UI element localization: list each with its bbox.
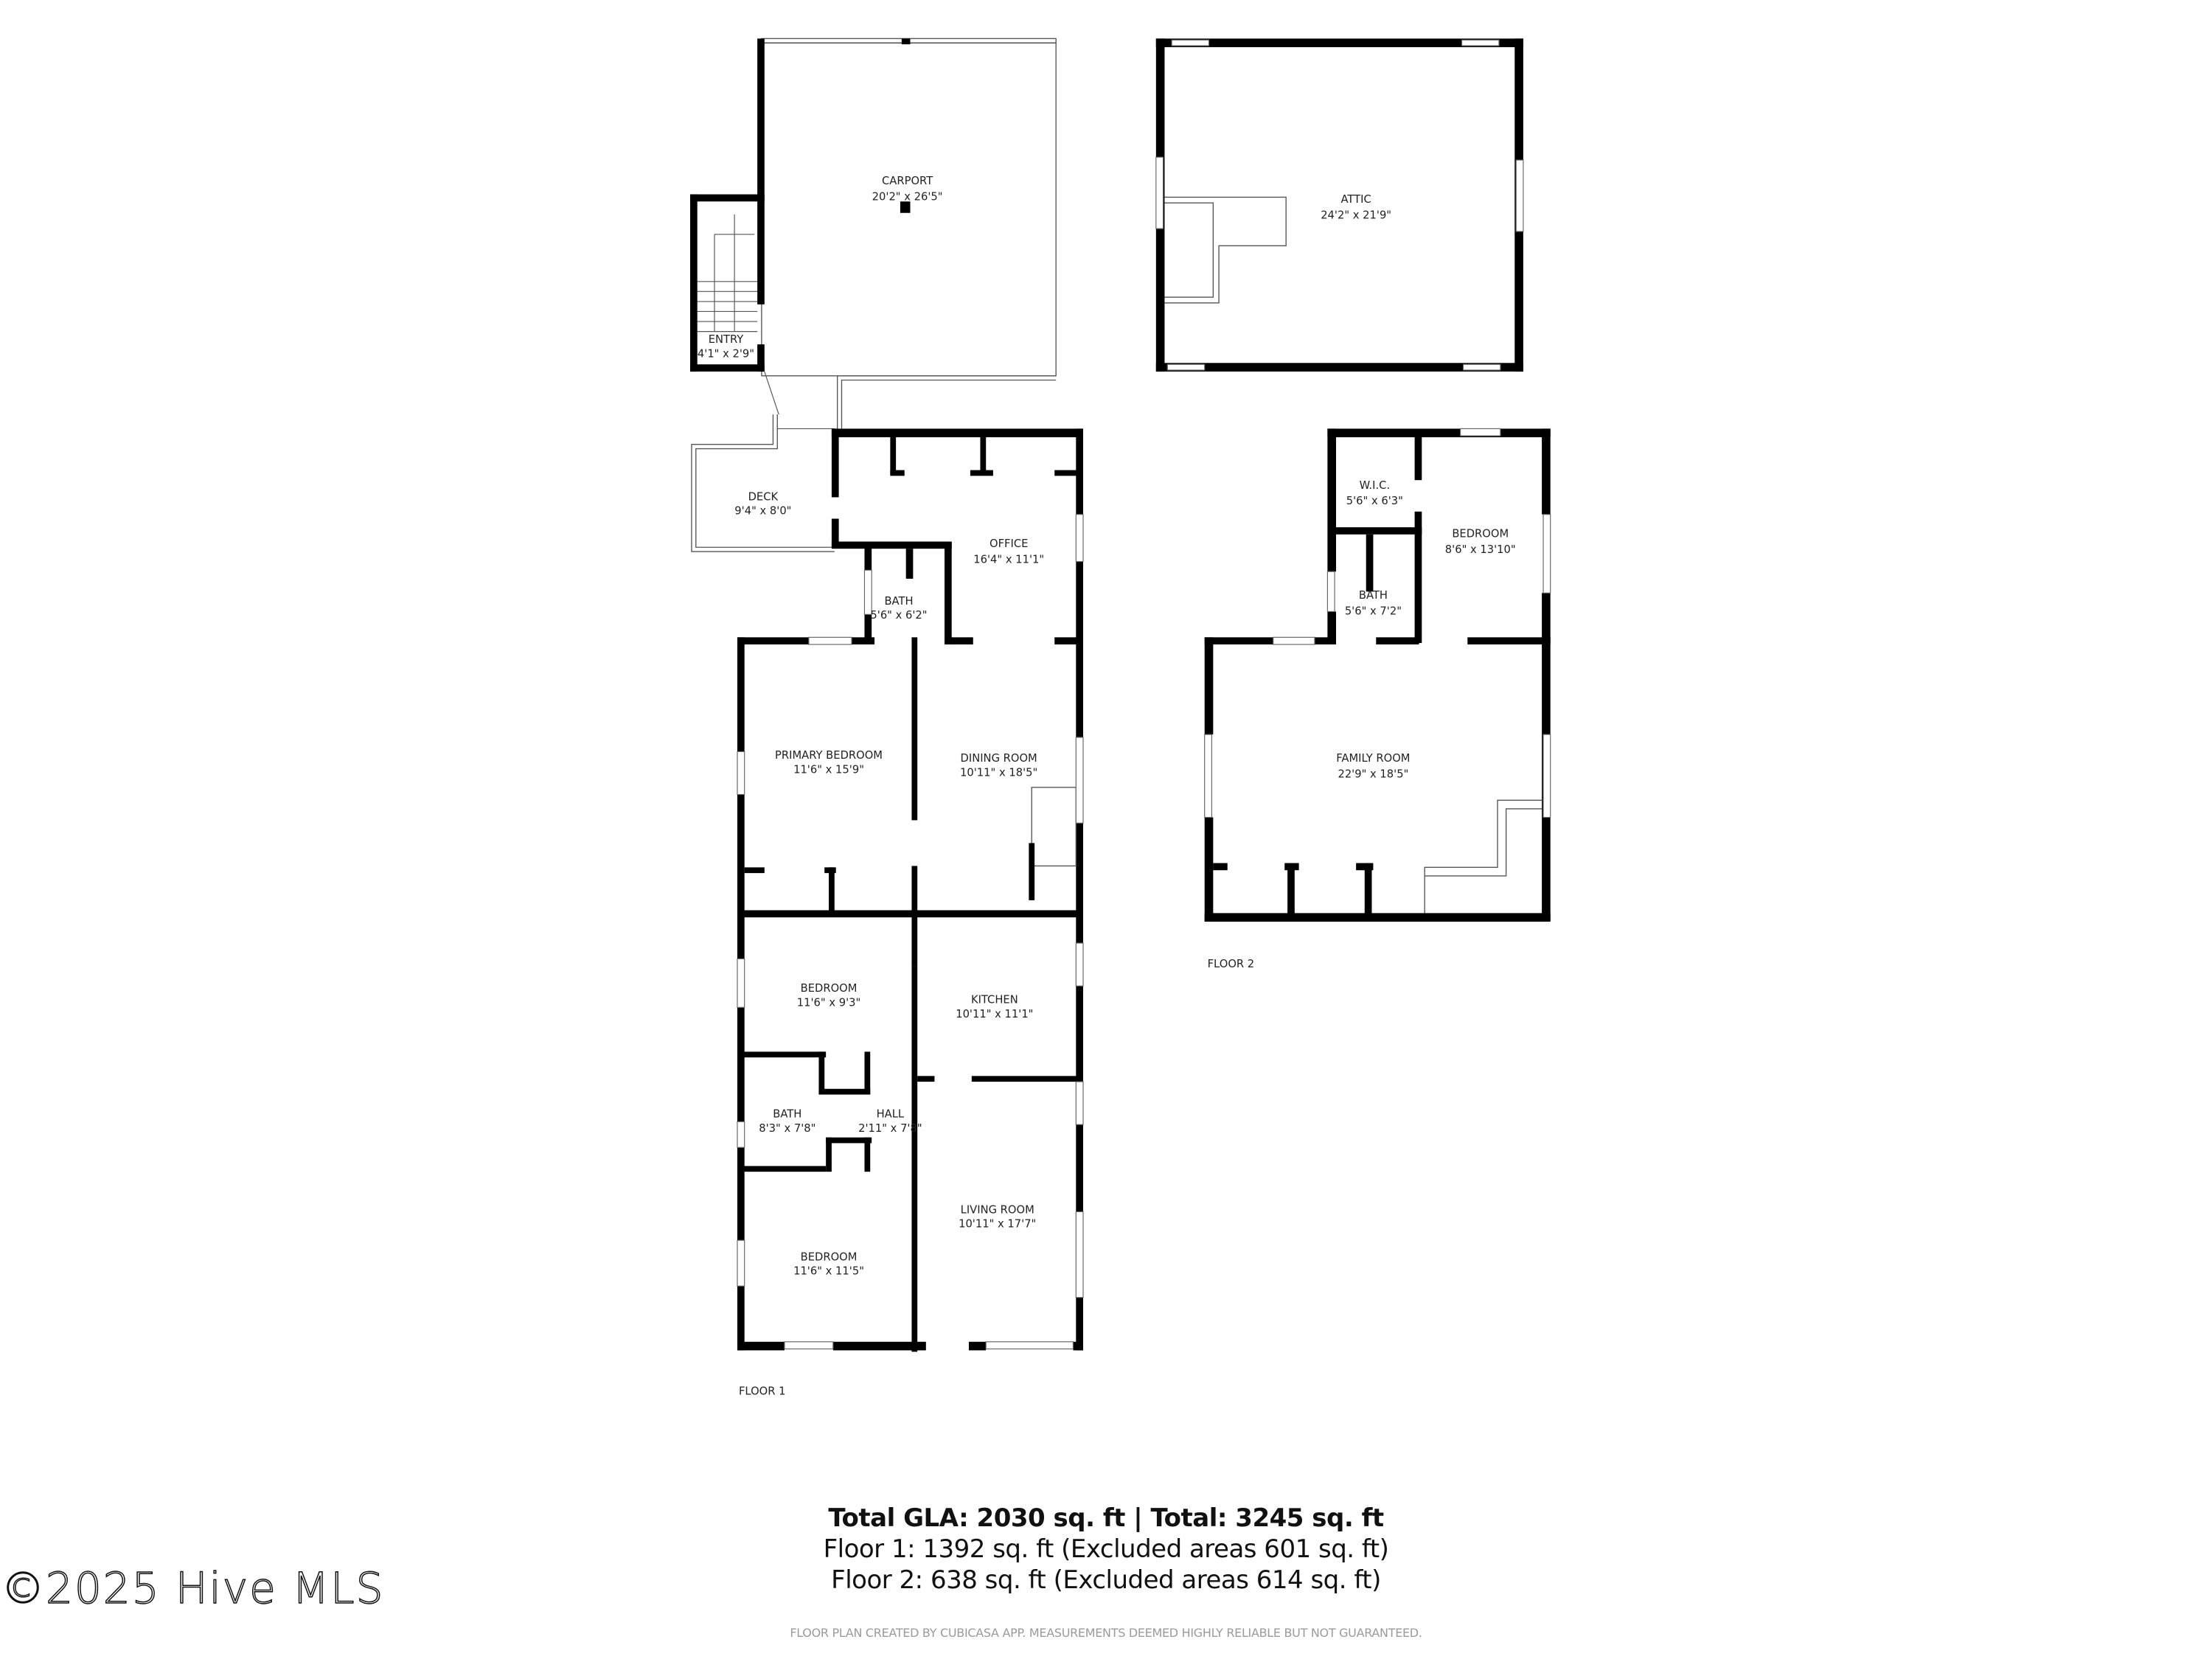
room-dims-wic: 5'6" x 6'3" <box>1346 495 1403 507</box>
room-name-hall: HALL <box>877 1108 905 1121</box>
floor1-walls <box>737 428 1084 1352</box>
room-dims-bedroom-f2: 8'6" x 13'10" <box>1445 543 1516 556</box>
room-name-office: OFFICE <box>990 538 1028 550</box>
total-area: Total GLA: 2030 sq. ft | Total: 3245 sq.… <box>828 1503 1384 1533</box>
room-name-bath-f2: BATH <box>1359 589 1388 602</box>
room-name-bedroom2: BEDROOM <box>801 982 858 995</box>
room-dims-entry: 4'1" x 2'9" <box>698 347 754 360</box>
room-name-living-room: LIVING ROOM <box>961 1203 1034 1216</box>
room-dims-living-room: 10'11" x 17'7" <box>959 1218 1036 1231</box>
room-labels: CARPORT 20'2" x 26'5" ENTRY 4'1" x 2'9" … <box>698 175 1516 1397</box>
room-dims-attic: 24'2" x 21'9" <box>1321 209 1391 222</box>
floor1-label: FLOOR 1 <box>739 1385 786 1397</box>
room-name-bath1: BATH <box>884 595 913 608</box>
disclaimer: FLOOR PLAN CREATED BY CUBICASA APP. MEAS… <box>790 1626 1422 1640</box>
room-name-dining-room: DINING ROOM <box>961 752 1037 765</box>
copyright-watermark: ©2025 Hive MLS <box>1 1562 385 1614</box>
room-dims-bath2: 8'3" x 7'8" <box>759 1122 815 1135</box>
room-name-bedroom3: BEDROOM <box>801 1251 858 1263</box>
room-dims-bath-f2: 5'6" x 7'2" <box>1345 605 1402 617</box>
room-name-wic: W.I.C. <box>1360 479 1391 492</box>
room-name-kitchen: KITCHEN <box>971 993 1018 1006</box>
attic-walls <box>1155 38 1524 372</box>
room-name-entry: ENTRY <box>709 333 745 346</box>
room-name-bedroom-f2: BEDROOM <box>1452 528 1509 540</box>
room-dims-bath1: 5'6" x 6'2" <box>870 609 927 622</box>
room-dims-family-room: 22'9" x 18'5" <box>1338 768 1408 780</box>
room-dims-carport: 20'2" x 26'5" <box>872 190 943 203</box>
room-dims-bedroom3: 11'6" x 11'5" <box>793 1265 864 1278</box>
room-dims-kitchen: 10'11" x 11'1" <box>956 1008 1033 1020</box>
area-summary: Total GLA: 2030 sq. ft | Total: 3245 sq.… <box>0 1503 2212 1596</box>
floor1-area: Floor 1: 1392 sq. ft (Excluded areas 601… <box>823 1534 1389 1564</box>
room-dims-office: 16'4" x 11'1" <box>973 554 1044 566</box>
room-name-primary-bedroom: PRIMARY BEDROOM <box>775 749 883 762</box>
floor2-area: Floor 2: 638 sq. ft (Excluded areas 614 … <box>831 1565 1381 1595</box>
room-dims-primary-bedroom: 11'6" x 15'9" <box>793 763 864 776</box>
room-dims-deck: 9'4" x 8'0" <box>734 505 791 518</box>
floor2-label: FLOOR 2 <box>1208 958 1255 970</box>
carport-area <box>757 38 1057 429</box>
deck-area <box>691 414 835 552</box>
room-dims-bedroom2: 11'6" x 9'3" <box>797 996 861 1009</box>
room-name-bath2: BATH <box>773 1108 801 1121</box>
room-name-deck: DECK <box>748 490 779 503</box>
room-name-carport: CARPORT <box>882 175 933 187</box>
entry-area <box>690 194 779 415</box>
room-dims-dining-room: 10'11" x 18'5" <box>960 766 1037 779</box>
floor2-walls <box>1204 428 1551 922</box>
room-name-attic: ATTIC <box>1341 193 1371 206</box>
room-dims-hall: 2'11" x 7'8" <box>858 1122 922 1135</box>
room-name-family-room: FAMILY ROOM <box>1336 752 1410 765</box>
